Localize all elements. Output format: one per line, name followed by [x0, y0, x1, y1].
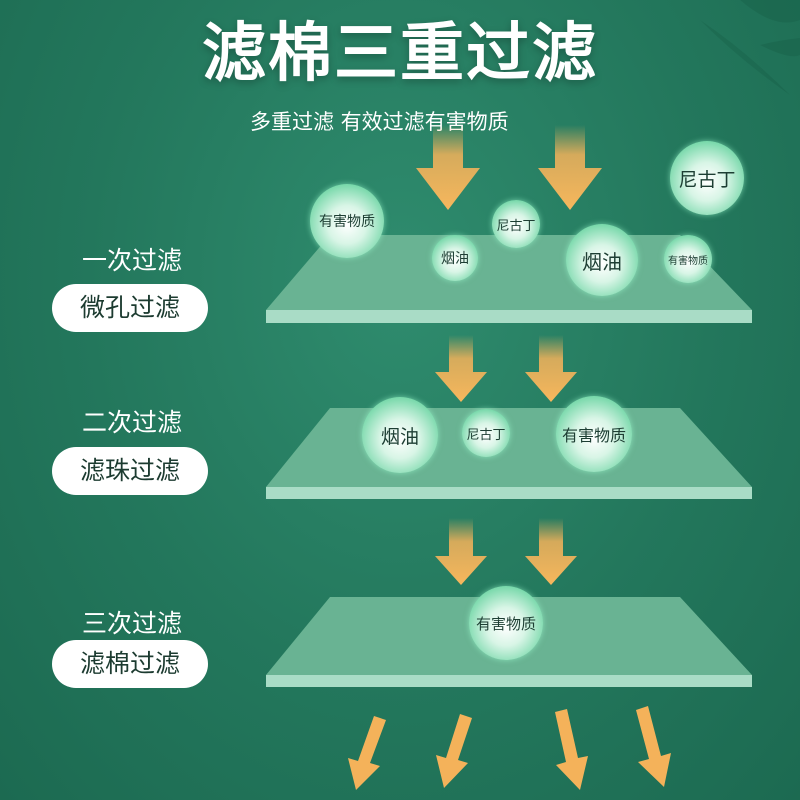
stage-1-label: 一次过滤: [81, 246, 182, 275]
stage-3-pill: 滤棉过滤: [52, 640, 208, 688]
down-arrow-icon: [636, 706, 671, 787]
down-arrow-icon: [525, 518, 577, 585]
particle-nicotine: 尼古丁: [670, 141, 744, 215]
particle-nicotine: 尼古丁: [492, 200, 540, 248]
down-arrow-icon: [555, 709, 588, 790]
leaf-decoration-icon: [700, 0, 800, 95]
particle-tar: 烟油: [432, 235, 478, 281]
filter-layer-2: [266, 408, 752, 499]
stage-2-label: 二次过滤: [81, 408, 182, 437]
particle-harmful: 有害物质: [556, 396, 632, 472]
particle-harmful: 有害物质: [469, 586, 543, 660]
down-arrow-icon: [525, 335, 577, 402]
stage-2-pill: 滤珠过滤: [52, 447, 208, 495]
stage-1-pill: 微孔过滤: [52, 284, 208, 332]
particle-nicotine: 尼古丁: [462, 409, 510, 457]
page-subtitle: 多重过滤 有效过滤有害物质: [250, 110, 509, 134]
down-arrow-icon: [436, 714, 472, 788]
particle-tar: 烟油: [362, 397, 438, 473]
down-arrow-icon: [416, 125, 480, 210]
stage-3-label: 三次过滤: [81, 609, 182, 638]
down-arrow-icon: [435, 335, 487, 402]
particle-harmful: 有害物质: [310, 184, 384, 258]
page-title: 滤棉三重过滤: [202, 17, 598, 91]
down-arrow-icon: [538, 125, 602, 210]
down-arrow-icon: [435, 518, 487, 585]
down-arrow-icon: [348, 716, 386, 790]
particle-tar: 烟油: [566, 224, 638, 296]
particle-harmful: 有害物质: [664, 235, 712, 283]
